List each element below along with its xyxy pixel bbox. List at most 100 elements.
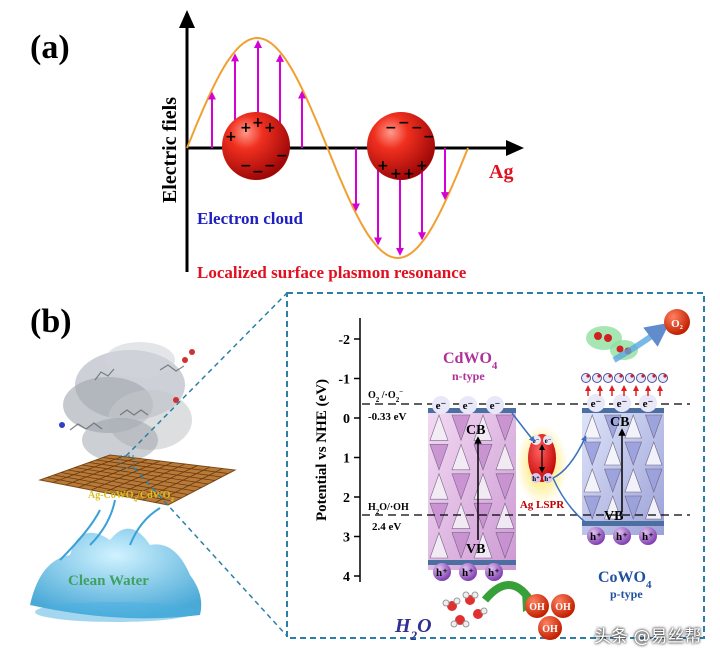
o2-reduction-arrows — [585, 385, 663, 396]
electron-cloud-label: Electron cloud — [197, 209, 303, 228]
charge-minus: − — [240, 158, 252, 174]
cdwo4-vb-label: VB — [466, 542, 485, 557]
charge-plus: + — [390, 166, 402, 182]
oh-label: OH — [542, 624, 558, 635]
o2-redox-value: -0.33 eV — [368, 411, 407, 423]
membrane-label: Ag-CoWO4/CdWO4 — [88, 490, 174, 504]
cowo4-vb-bar — [582, 521, 664, 526]
charge-minus: − — [423, 129, 435, 145]
carrier-label: e⁻ — [436, 400, 447, 412]
panel-a: (a) Electric fiels Ag + + + + − − − − − … — [30, 10, 524, 282]
y-tick-label: 1 — [343, 452, 350, 467]
cowo4-type: p-type — [610, 587, 643, 601]
charge-plus: + — [252, 115, 264, 131]
charge-plus: + — [416, 158, 428, 174]
detail-frame — [286, 292, 705, 639]
charge-minus: − — [276, 148, 288, 164]
h2o-redox-value: 2.4 eV — [372, 521, 401, 533]
a-y-axis-label: Electric fiels — [159, 97, 181, 203]
charge-minus: − — [411, 120, 423, 136]
water-molecules — [442, 591, 488, 628]
ag-lspr-particle: e⁻ e⁻ h⁺ h⁺ Ag LSPR — [516, 425, 568, 511]
o2-bubble-label: O₂ — [671, 318, 684, 330]
carrier-label: h⁺ — [642, 531, 654, 543]
charge-plus: + — [403, 166, 415, 182]
ag-electron: e⁻ — [533, 437, 540, 445]
panel-b-label: (b) — [30, 303, 72, 340]
b-y-ticks: -2 -1 0 1 2 3 4 — [338, 333, 360, 585]
y-tick-label: -1 — [338, 373, 350, 388]
charge-plus: + — [225, 129, 237, 145]
water-splash: Clean Water — [30, 499, 202, 622]
cdwo4-electrons: e⁻ e⁻ e⁻ — [432, 396, 504, 414]
carrier-label: h⁺ — [436, 567, 448, 579]
carrier-label: e⁻ — [490, 400, 501, 412]
o2-redox-label: O2 /·O2− — [368, 388, 403, 404]
y-tick-label: -2 — [338, 333, 350, 348]
cowo4-cb-label: CB — [610, 415, 629, 430]
watermark: 头条 @易丝帮 — [594, 627, 702, 647]
h2o-redox-label: H2O/·OH — [368, 502, 409, 516]
panel-b: (b) Ag-CoWO4/CdWO4 — [30, 292, 705, 643]
pollutant-cloud-illustration — [59, 342, 195, 462]
a-x-axis-label: Ag — [489, 161, 513, 183]
ag-lspr-label: Ag LSPR — [520, 499, 565, 511]
ag-hole: h⁺ — [544, 475, 552, 483]
h2o-label: H2O — [394, 615, 432, 643]
cowo4-electrons: e⁻ e⁻ e⁻ — [587, 394, 657, 412]
zoom-line-top — [125, 292, 288, 457]
oh-radicals: OH OH OH — [525, 594, 575, 640]
carrier-label: h⁺ — [462, 567, 474, 579]
zoom-line-bottom — [133, 467, 288, 637]
ag-sphere-right — [367, 112, 435, 180]
carrier-label: e⁻ — [463, 400, 474, 412]
charge-minus: − — [252, 164, 264, 180]
cdwo4-label: CdWO4 — [443, 350, 498, 372]
clean-water-label: Clean Water — [68, 573, 149, 589]
cdwo4-crystal — [428, 410, 516, 570]
charges-right: − − − − + + + + — [377, 115, 435, 182]
y-tick-label: 2 — [343, 491, 350, 506]
charges-left: + + + + − − − − — [225, 115, 288, 180]
charge-minus: − — [264, 158, 276, 174]
charge-plus: + — [240, 120, 252, 136]
carrier-label: e⁻ — [617, 398, 628, 410]
carrier-label: h⁺ — [488, 567, 500, 579]
y-tick-label: 3 — [343, 531, 350, 546]
a-x-axis-arrowhead — [506, 140, 524, 156]
charge-minus: − — [398, 115, 410, 131]
carrier-label: e⁻ — [643, 398, 654, 410]
membrane-grid: Ag-CoWO4/CdWO4 — [38, 454, 237, 506]
y-tick-label: 4 — [343, 570, 350, 585]
transfer-arrow-vb — [552, 477, 586, 523]
b-y-axis-label: Potential vs NHE (eV) — [314, 379, 330, 521]
carrier-label: e⁻ — [591, 398, 602, 410]
cdwo4-holes: h⁺ h⁺ h⁺ — [433, 563, 503, 581]
charge-minus: − — [385, 120, 397, 136]
transfer-arrow-ag — [552, 435, 587, 479]
water-oxidation: H2O OH OH OH — [394, 581, 575, 643]
cowo4-holes: h⁺ h⁺ h⁺ — [587, 527, 657, 545]
cdwo4-type: n-type — [452, 369, 485, 383]
charge-plus: + — [377, 158, 389, 174]
panel-a-label: (a) — [30, 29, 70, 66]
carrier-label: h⁺ — [590, 531, 602, 543]
cowo4-vb-label: VB — [604, 509, 623, 524]
y-tick-label: 0 — [343, 412, 350, 427]
sine-wave — [186, 36, 469, 260]
carrier-label: h⁺ — [616, 531, 628, 543]
cdwo4-cb-label: CB — [466, 423, 485, 438]
ag-electron: e⁻ — [545, 437, 552, 445]
transfer-arrow-cb — [511, 412, 535, 443]
charge-plus: + — [264, 120, 276, 136]
oh-label: OH — [555, 602, 571, 613]
o2-reduction-products: O₂ — [581, 309, 690, 383]
cdwo4-vb-bar — [428, 560, 516, 565]
ag-sphere-left — [222, 112, 290, 180]
oh-label: OH — [529, 602, 545, 613]
cowo4-label: CoWO4 — [598, 569, 652, 591]
ag-hole: h⁺ — [532, 475, 540, 483]
a-y-axis-arrowhead — [179, 10, 195, 28]
lspr-label: Localized surface plasmon resonance — [197, 263, 467, 282]
